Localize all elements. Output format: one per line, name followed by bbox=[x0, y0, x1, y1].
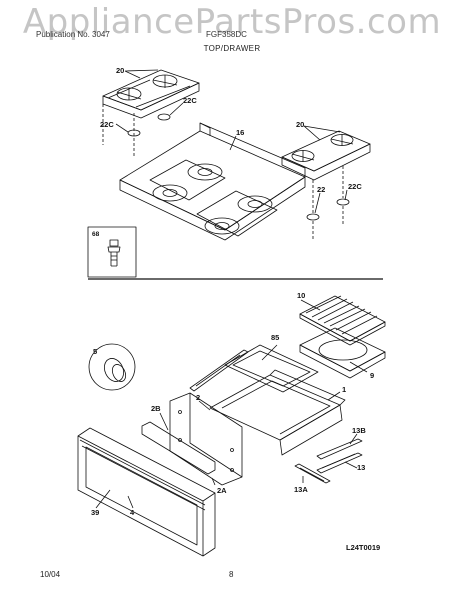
callout-4: 4 bbox=[130, 508, 135, 517]
callout-2a: 2A bbox=[217, 486, 227, 495]
callout-1: 1 bbox=[342, 385, 346, 394]
callout-10: 10 bbox=[297, 291, 305, 300]
callout-85: 85 bbox=[271, 333, 279, 342]
callout-20-left: 20 bbox=[116, 66, 124, 75]
model-label: FGF358DC bbox=[206, 30, 247, 39]
broiler-pan bbox=[299, 327, 386, 379]
broiler-pan-frame bbox=[224, 344, 319, 393]
drawer-rail-right bbox=[316, 452, 363, 474]
drawer-front bbox=[77, 427, 216, 557]
callout-22c-right: 22C bbox=[348, 182, 362, 191]
callout-22: 22 bbox=[317, 185, 325, 194]
inset-part bbox=[107, 239, 121, 267]
grate-pad-upper-left bbox=[157, 113, 171, 121]
callout-22c-upper: 22C bbox=[183, 96, 197, 105]
callout-2b: 2B bbox=[151, 404, 161, 413]
inset-box bbox=[87, 226, 137, 278]
drawer-side-panel bbox=[141, 421, 216, 475]
cooktop bbox=[119, 122, 306, 241]
callout-5: 5 bbox=[93, 347, 97, 356]
publication-label: Publication No. 3047 bbox=[36, 30, 110, 39]
footer-page-number: 8 bbox=[229, 570, 234, 579]
drawer-body bbox=[209, 369, 346, 456]
callout-13b: 13B bbox=[352, 426, 366, 435]
drawer-rail-left bbox=[189, 349, 249, 392]
callout-68: 68 bbox=[92, 231, 100, 238]
drawer-rail-right-upper bbox=[316, 438, 363, 460]
figure-code: L24T0019 bbox=[346, 543, 380, 552]
callout-2: 2 bbox=[196, 393, 200, 402]
callout-16: 16 bbox=[236, 128, 244, 137]
callout-13a: 13A bbox=[294, 485, 308, 494]
broiler-pan-insert bbox=[299, 295, 386, 346]
callout-13: 13 bbox=[357, 463, 365, 472]
callout-9: 9 bbox=[370, 371, 374, 380]
drawer-rail-right-lower bbox=[294, 463, 331, 484]
callout-20-right: 20 bbox=[296, 120, 304, 129]
knob bbox=[88, 343, 136, 391]
callout-39: 39 bbox=[91, 508, 99, 517]
burner-grate-left bbox=[102, 69, 200, 119]
footer-date: 10/04 bbox=[40, 570, 61, 579]
callout-22c-lower: 22C bbox=[100, 120, 114, 129]
section-title: TOP/DRAWER bbox=[203, 44, 261, 53]
drawer-handle bbox=[79, 439, 206, 511]
grate-pad-22c bbox=[336, 198, 350, 206]
grate-pad-22 bbox=[306, 213, 320, 221]
